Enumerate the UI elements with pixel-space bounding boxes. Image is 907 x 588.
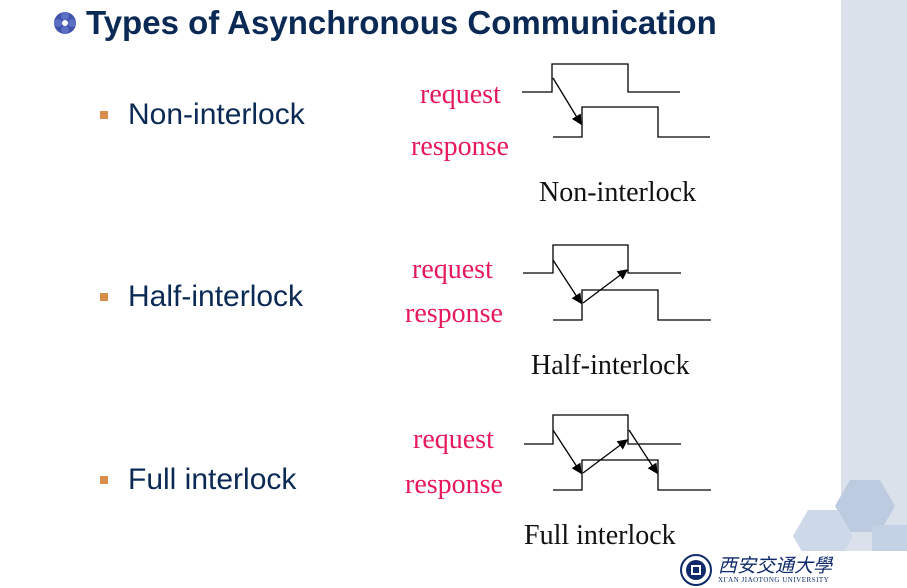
hexagon-decoration xyxy=(793,480,907,570)
bullet-label: Full interlock xyxy=(128,463,297,496)
handshake-arrow xyxy=(582,439,629,474)
bullet-label: Non-interlock xyxy=(128,98,305,131)
handshake-arrow xyxy=(552,77,582,126)
bullet-marker xyxy=(100,476,108,484)
slide-header: Types of Asynchronous Communication xyxy=(52,4,717,42)
university-name-english: XI'AN JIAOTONG UNIVERSITY xyxy=(718,575,830,584)
university-logo: 西安交通大學 XI'AN JIAOTONG UNIVERSITY xyxy=(670,551,907,588)
response-waveform xyxy=(553,459,711,491)
response-label: response xyxy=(405,469,503,500)
request-label: request xyxy=(420,79,501,110)
response-waveform xyxy=(553,106,710,138)
request-waveform xyxy=(523,244,681,274)
handshake-arrow xyxy=(628,429,658,475)
request-label: request xyxy=(413,424,494,455)
handshake-arrow xyxy=(552,429,582,475)
handshake-arrow xyxy=(552,259,582,305)
university-seal-icon xyxy=(680,553,712,586)
flower-icon xyxy=(54,12,76,34)
response-label: response xyxy=(405,298,503,329)
bullet-full-interlock: Full interlock xyxy=(100,463,296,497)
bullet-marker xyxy=(100,293,108,301)
university-name-chinese: 西安交通大學 xyxy=(718,554,833,577)
bullet-label: Half-interlock xyxy=(128,280,304,313)
bullet-non-interlock: Non-interlock xyxy=(100,98,305,132)
request-label: request xyxy=(412,254,493,285)
response-waveform xyxy=(553,289,711,321)
diagram-caption: Half-interlock xyxy=(531,350,690,381)
request-waveform xyxy=(522,63,680,93)
bullet-marker xyxy=(100,111,108,119)
diagram-caption: Full interlock xyxy=(524,520,676,551)
response-label: response xyxy=(411,131,509,162)
bullet-half-interlock: Half-interlock xyxy=(100,280,303,314)
diagram-caption: Non-interlock xyxy=(539,177,697,208)
request-waveform xyxy=(524,414,681,445)
slide-title: Types of Asynchronous Communication xyxy=(86,4,717,41)
handshake-arrow xyxy=(582,269,629,304)
